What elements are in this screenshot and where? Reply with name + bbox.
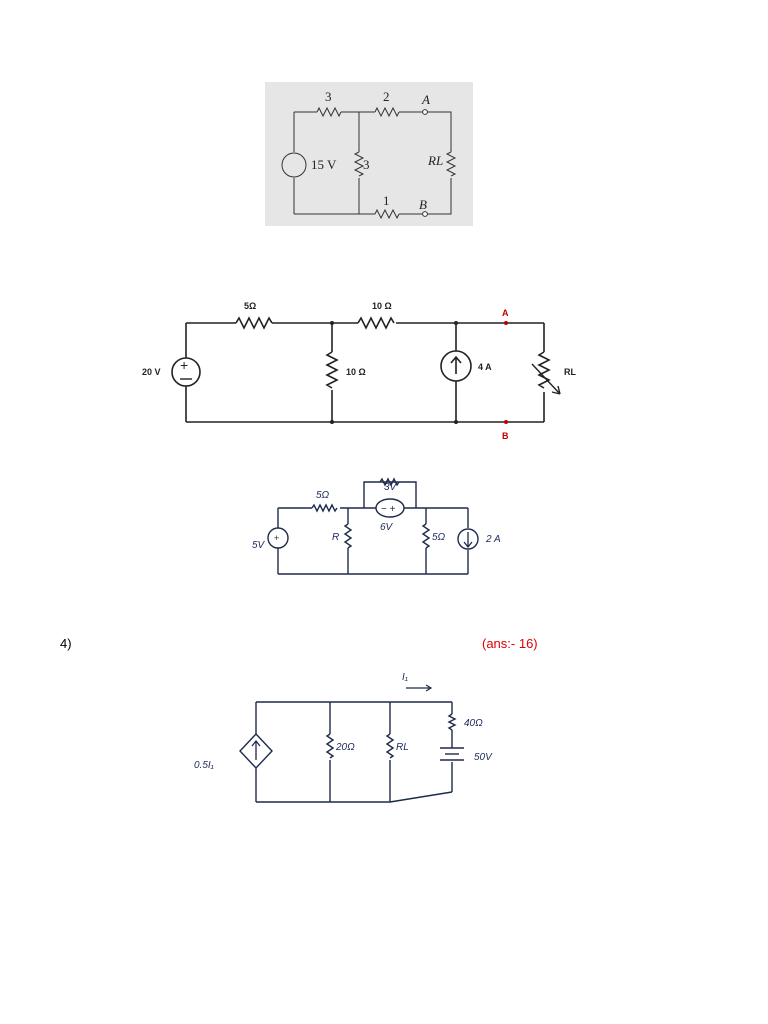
resistor-load-variable xyxy=(537,351,551,389)
label-15v: 15 V xyxy=(311,157,337,172)
answer-text: (ans:- 16) xyxy=(482,636,538,651)
label-r2-top: 2 xyxy=(383,89,390,104)
svg-text:+: + xyxy=(274,533,279,543)
label-r: R xyxy=(332,532,339,543)
resistor-1-bottom xyxy=(374,208,400,220)
resistor-10ohm-shunt xyxy=(325,351,339,389)
resistor-20ohm xyxy=(325,733,335,759)
label-rl: RL xyxy=(396,742,409,753)
label-0.5i1: 0.5I₁ xyxy=(194,760,214,771)
label-node-a: A xyxy=(502,308,509,318)
label-40ohm: 40Ω xyxy=(464,718,483,729)
label-rl: RL xyxy=(564,367,576,377)
label-4a: 4 A xyxy=(478,362,492,372)
resistor-40ohm xyxy=(447,713,457,731)
label-6v: 6V xyxy=(380,522,394,533)
battery-50v xyxy=(440,747,464,761)
label-10ohm-shunt: 10 Ω xyxy=(346,367,366,377)
voltage-source-5v xyxy=(267,527,289,549)
resistor-3-center xyxy=(353,151,365,177)
label-5ohm-right: 5Ω xyxy=(432,532,446,543)
resistor-3v xyxy=(379,477,400,487)
label-5ohm-left: 5Ω xyxy=(316,490,330,501)
label-node-b: B xyxy=(502,431,509,441)
resistor-r xyxy=(343,523,353,549)
svg-text:+: + xyxy=(180,357,188,373)
label-10ohm-top: 10 Ω xyxy=(372,301,392,311)
label-50v: 50V xyxy=(474,752,493,763)
label-3v: 3V xyxy=(384,482,398,493)
figure-4-circuit: I₁ 0.5I₁ 20Ω RL 40Ω 50V xyxy=(190,668,530,812)
label-r3-top: 3 xyxy=(325,89,332,104)
svg-text:− +: − + xyxy=(381,504,396,515)
current-arrow xyxy=(406,684,433,692)
resistor-3-top xyxy=(316,106,342,118)
label-node-a: A xyxy=(421,92,430,107)
resistor-10ohm-top xyxy=(357,316,395,330)
label-20ohm: 20Ω xyxy=(335,742,355,753)
label-20v: 20 V xyxy=(142,367,161,377)
label-r3-center: 3 xyxy=(363,157,370,172)
question-number: 4) xyxy=(60,636,72,651)
label-i1: I₁ xyxy=(402,672,408,683)
label-r1-bottom: 1 xyxy=(383,193,390,208)
label-rl: RL xyxy=(427,153,443,168)
figure-3-circuit: − + + 3V 5Ω 6V 5V R 5Ω 2 A xyxy=(240,468,540,584)
resistor-2-top xyxy=(374,106,400,118)
voltage-source-6v xyxy=(375,498,405,518)
label-node-b: B xyxy=(419,197,427,212)
figure-1-circuit: 3 2 A 15 V 3 RL 1 B xyxy=(265,82,473,226)
label-5ohm: 5Ω xyxy=(244,301,256,311)
figure-2-circuit: + 5Ω 10 Ω A 20 V 10 Ω 4 A RL B xyxy=(136,296,596,446)
resistor-5ohm xyxy=(235,316,273,330)
label-2a: 2 A xyxy=(485,534,501,545)
resistor-5ohm-left xyxy=(311,503,338,513)
resistor-load xyxy=(445,151,457,177)
resistor-5ohm-right xyxy=(421,523,431,549)
resistor-load xyxy=(385,733,395,759)
voltage-source-20v xyxy=(171,357,201,387)
label-5v: 5V xyxy=(252,540,266,551)
